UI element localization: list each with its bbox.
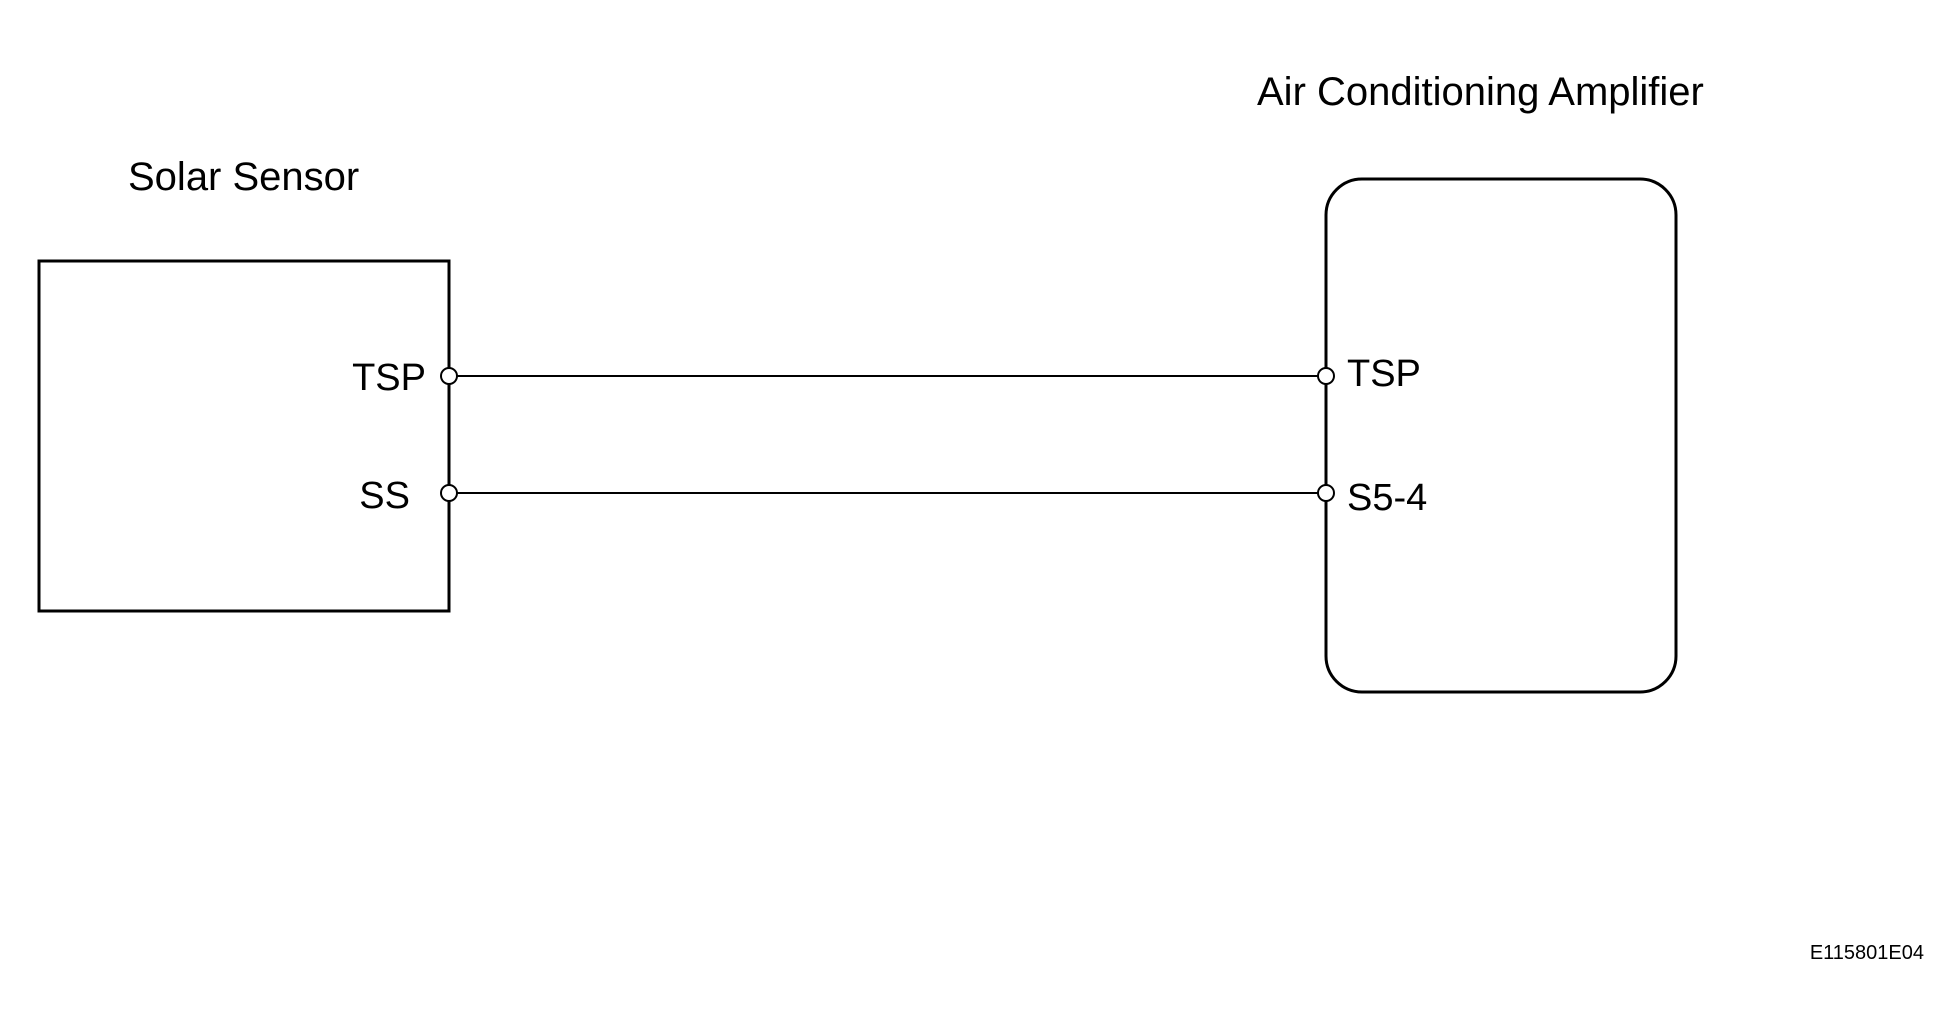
ac-amplifier-box	[1324, 177, 1678, 694]
ac-amplifier-s5-4-terminal	[1317, 484, 1335, 502]
solar-sensor-pin-tsp-label: TSP	[352, 357, 426, 399]
solar-sensor-tsp-terminal	[440, 367, 458, 385]
ac-amplifier-pin-s5-4-label: S5-4	[1347, 477, 1427, 519]
solar-sensor-component: Solar Sensor TSP SS	[37, 155, 451, 613]
figure-code: E115801E04	[1810, 942, 1924, 964]
ac-amplifier-title: Air Conditioning Amplifier	[1257, 70, 1704, 114]
solar-sensor-pin-ss-label: SS	[359, 475, 410, 517]
solar-sensor-title: Solar Sensor	[128, 155, 359, 199]
solar-sensor-box	[37, 259, 451, 613]
solar-sensor-ss-terminal	[440, 484, 458, 502]
ac-amplifier-pin-tsp-label: TSP	[1347, 353, 1421, 395]
ac-amplifier-tsp-terminal	[1317, 367, 1335, 385]
ac-amplifier-component: Air Conditioning Amplifier TSP S5-4	[1257, 70, 1704, 694]
